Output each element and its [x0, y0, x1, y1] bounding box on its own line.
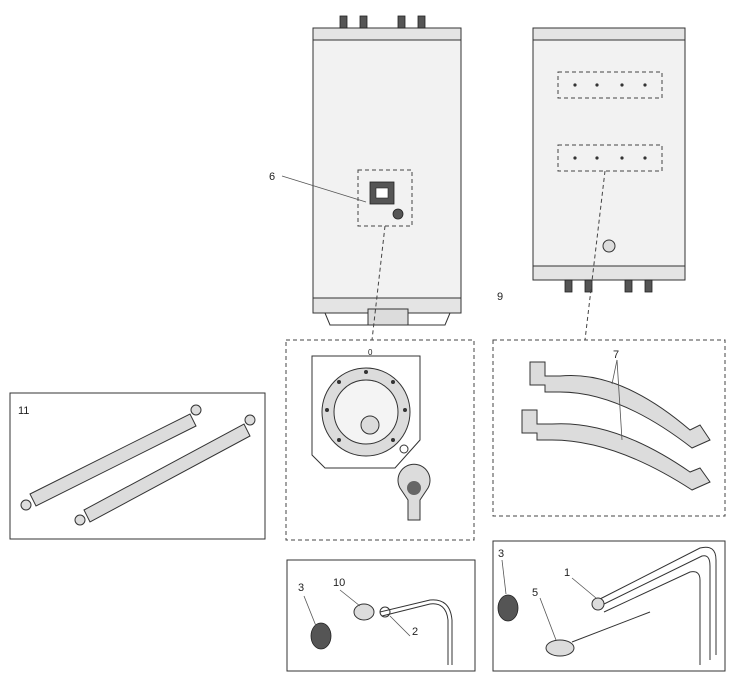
element-flange-part-1 — [591, 597, 605, 611]
heating-element-panel-frame — [492, 540, 726, 672]
leader-3a — [303, 595, 317, 627]
sensor-washer — [379, 606, 391, 618]
sensor-parts-panel-frame — [286, 559, 476, 672]
label-2: 2 — [412, 626, 418, 638]
flange-bolts — [325, 370, 407, 442]
label-5: 5 — [532, 587, 538, 599]
tank-back-bottom-band — [532, 265, 686, 281]
mounting-brackets-panel-frame — [492, 339, 726, 517]
drain-fitting-hole — [407, 481, 421, 495]
connector-back-to-brackets — [584, 170, 606, 341]
label-3a: 3 — [298, 582, 304, 594]
sensor-probe — [571, 611, 651, 643]
tank-back-bottom-pipes — [564, 279, 653, 293]
leader-7b — [616, 359, 623, 441]
tank-front-base-notch — [367, 308, 409, 326]
nut-part-3a — [310, 622, 332, 650]
leader-2 — [389, 615, 411, 637]
connector-front-to-panel — [371, 225, 386, 341]
leader-10 — [339, 589, 361, 607]
element-tube-1 — [597, 546, 717, 655]
leader-5 — [539, 597, 557, 641]
sensor-parts-panel — [286, 559, 476, 672]
anode-rods-panel-frame — [9, 392, 266, 540]
anode-rod-2-cap — [244, 414, 256, 426]
label-11: 11 — [18, 405, 29, 417]
label-10: 10 — [333, 577, 345, 589]
lower-holes — [573, 156, 647, 160]
label-9: 9 — [497, 291, 503, 303]
upper-bracket-holes — [557, 71, 663, 99]
sensor-pipe-outer — [379, 599, 453, 665]
bracket-lower — [521, 409, 711, 491]
flange-inner — [333, 379, 399, 445]
nut-part-3b — [497, 594, 519, 622]
thermostat-sensor-part-5 — [545, 639, 575, 657]
thermostat-display — [375, 187, 389, 199]
anode-rod-1 — [29, 413, 197, 507]
anode-rod-1-end — [20, 499, 32, 511]
tank-back-view — [532, 27, 686, 341]
leader-7a — [611, 359, 618, 385]
mounting-brackets-panel — [492, 339, 726, 517]
label-6: 6 — [269, 171, 275, 183]
flange-small-hole — [399, 444, 409, 454]
flange-housing — [311, 355, 421, 469]
anode-rod-1-cap — [190, 404, 202, 416]
thermostat-knob-icon — [392, 208, 404, 220]
tank-back-top-band — [532, 27, 686, 41]
gasket-part-10 — [353, 603, 375, 621]
heating-element-panel — [492, 540, 726, 672]
label-7: 7 — [613, 349, 619, 361]
label-0: 0 — [368, 348, 373, 357]
element-tube-2 — [599, 555, 711, 660]
tank-front-top-band — [312, 27, 462, 41]
lower-bracket-holes — [557, 144, 663, 172]
tank-front-view — [281, 15, 462, 341]
tank-front-top-pipes — [339, 15, 426, 29]
element-tube-3 — [603, 571, 701, 665]
sensor-pipe-inner — [381, 603, 449, 665]
heater-flange-panel — [285, 339, 475, 541]
heater-flange-panel-frame — [285, 339, 475, 541]
anode-rod-2-end — [74, 514, 86, 526]
flange-center — [360, 415, 380, 435]
upper-holes — [573, 83, 647, 87]
leader-1 — [571, 577, 597, 599]
label-1: 1 — [564, 567, 570, 579]
anode-rod-2 — [83, 423, 251, 523]
anode-rods-panel — [9, 392, 266, 540]
leader-3b — [501, 559, 507, 595]
label-3b: 3 — [498, 548, 504, 560]
tank-back-valve-icon — [602, 239, 616, 253]
bracket-upper — [529, 361, 711, 449]
leader-6 — [281, 175, 367, 203]
